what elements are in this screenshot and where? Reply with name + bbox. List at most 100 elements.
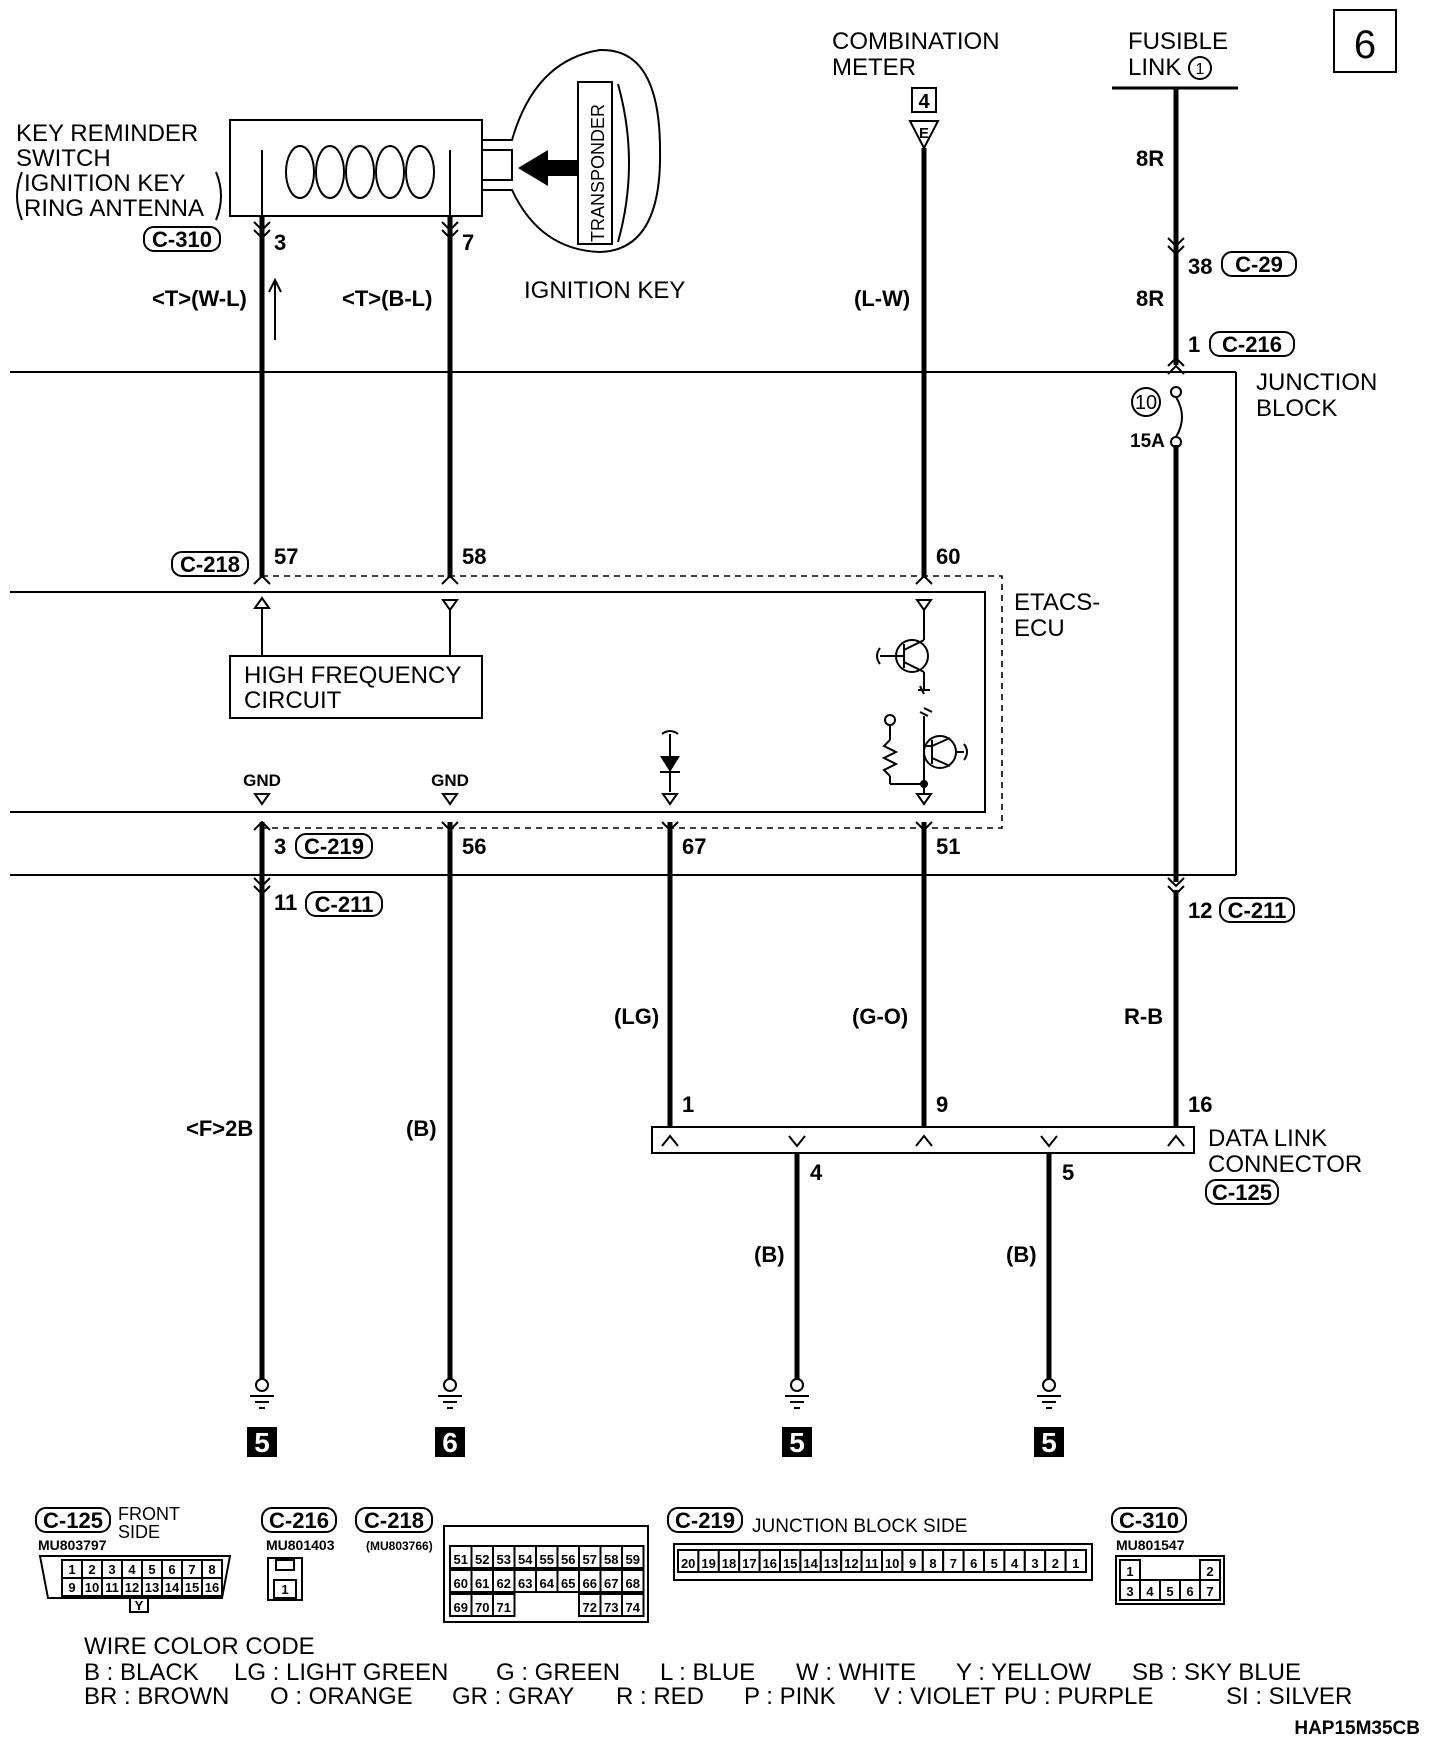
legend-line2-item-7: SI : SILVER [1226,1683,1352,1710]
c219-view-code: C-219 [675,1508,735,1533]
c216-view-part: MU801403 [266,1537,335,1553]
wire-label-b-3: (B) [1006,1242,1037,1267]
c216-view-latch [275,1559,295,1571]
c218-pin-59: 59 [626,1552,640,1567]
c219-pin-7: 7 [950,1556,957,1571]
high-frequency-circuit-label-1: HIGH FREQUENCY [244,662,461,689]
c218-pin-53: 53 [497,1552,511,1567]
c218-pin-73: 73 [604,1600,618,1615]
page-number-box [1333,9,1397,73]
pin-ecu-58: 58 [462,544,486,569]
ring-antenna-box [229,119,483,217]
high-frequency-circuit-label-2: CIRCUIT [244,687,342,714]
c219-pin-1-cell [1064,1549,1087,1573]
legend-line1-item-5: Y : YELLOW [956,1659,1092,1686]
c218-pin-51: 51 [454,1552,468,1567]
legend-line2-item-2: GR : GRAY [452,1683,574,1710]
pin-dlc-4: 4 [810,1160,823,1185]
c310-pin-1: 1 [1126,1564,1133,1579]
etacs-ecu-label-1: ETACS- [1014,589,1100,616]
c219-pin-15: 15 [783,1556,797,1571]
connector-c218-label: C-218 [180,552,240,577]
c218-pin-68-cell [621,1569,645,1593]
connector-c219-badge [295,833,373,859]
c125-pin-12: 12 [125,1580,139,1595]
data-link-connector-label-1: DATA LINK [1208,1125,1327,1152]
fusible-link-number-circle [1188,56,1212,80]
fusible-link-label-1: FUSIBLE [1128,28,1228,55]
c219-pin-3: 3 [1031,1556,1038,1571]
c125-view-side-2: SIDE [118,1522,160,1542]
connector-c310-badge [143,226,221,252]
c218-pin-63: 63 [518,1576,532,1591]
c125-pin-9: 9 [68,1580,75,1595]
combination-meter-connector-number: 4 [918,91,930,113]
c219-c211-left-chevrons [253,820,271,896]
c310-pin-3: 3 [1126,1584,1133,1599]
c218-pin-72: 72 [583,1600,597,1615]
c218-pin-62: 62 [497,1576,511,1591]
c218-pin-57: 57 [583,1552,597,1567]
pin-c211-12: 12 [1188,898,1212,923]
key-reminder-switch-label-4: RING ANTENNA [24,195,204,222]
c310-pin-5: 5 [1166,1584,1173,1599]
legend-line1-item-6: SB : SKY BLUE [1132,1659,1301,1686]
c218-pin-59-cell [621,1545,645,1569]
junction-block-label-1: JUNCTION [1256,369,1377,396]
antenna-coil [285,145,435,199]
legend-line2-item-6: PU : PURPLE [1004,1683,1153,1710]
c219-pin-19: 19 [701,1556,715,1571]
pin-ecu-67: 67 [682,834,706,859]
key-outline-arc [617,83,630,243]
c125-pin-13: 13 [145,1580,159,1595]
connector-c310-label: C-310 [152,227,212,252]
c216-view-badge [261,1507,337,1533]
c218-pin-71-cell [492,1593,516,1617]
c219-pin-5: 5 [991,1556,998,1571]
c219-pin-10: 10 [885,1556,899,1571]
c218-pin-61: 61 [475,1576,489,1591]
signal-direction-arrowhead [268,277,282,293]
c219-pin-20: 20 [681,1556,695,1571]
c125-pin-11: 11 [105,1580,119,1595]
pin-ecu-51: 51 [936,834,960,859]
wire-label-lg: (LG) [614,1004,659,1029]
c218-pin-69: 69 [454,1600,468,1615]
c219-pin-4: 4 [1011,1556,1019,1571]
wire-label-b-l: <T>(B-L) [342,286,432,311]
c310-pin7-chevron [441,221,459,240]
data-link-connector-label-2: CONNECTOR [1208,1151,1362,1178]
pin-c310-3: 3 [274,230,286,255]
ground-point-4: 5 [1041,1427,1057,1458]
pin-ecu-56: 56 [462,834,486,859]
connector-c211-label-left: C-211 [315,892,374,917]
c125-pin-16-cell [201,1577,223,1597]
combination-meter-connector-box [911,87,937,113]
wire-color-code-title: WIRE COLOR CODE [84,1633,315,1660]
ecu-output-transistor [876,610,930,695]
legend-line1-item-2: G : GREEN [496,1659,620,1686]
pin-dlc-1: 1 [682,1092,694,1117]
etacs-ecu-inner-box [10,591,986,813]
c219-pin-2: 2 [1052,1556,1059,1571]
c218-pin-52: 52 [475,1552,489,1567]
connector-c125-label: C-125 [1212,1180,1272,1205]
page-number: 6 [1354,23,1376,67]
c219-pin-14: 14 [803,1556,818,1571]
c216-view-code: C-216 [269,1508,329,1533]
c125-view-badge [35,1507,111,1533]
gnd-label-2: GND [431,771,469,790]
combination-meter-label-2: METER [832,54,916,81]
pin-c211-11: 11 [274,890,297,915]
c125-pin-14: 14 [165,1580,180,1595]
ecu-input-circuit [881,707,968,794]
key-reminder-switch-label-2: SWITCH [16,145,111,172]
c125-pin-1: 1 [68,1562,75,1577]
pin-dlc-9: 9 [936,1092,948,1117]
transponder-label: TRANSPONDER [588,104,608,242]
